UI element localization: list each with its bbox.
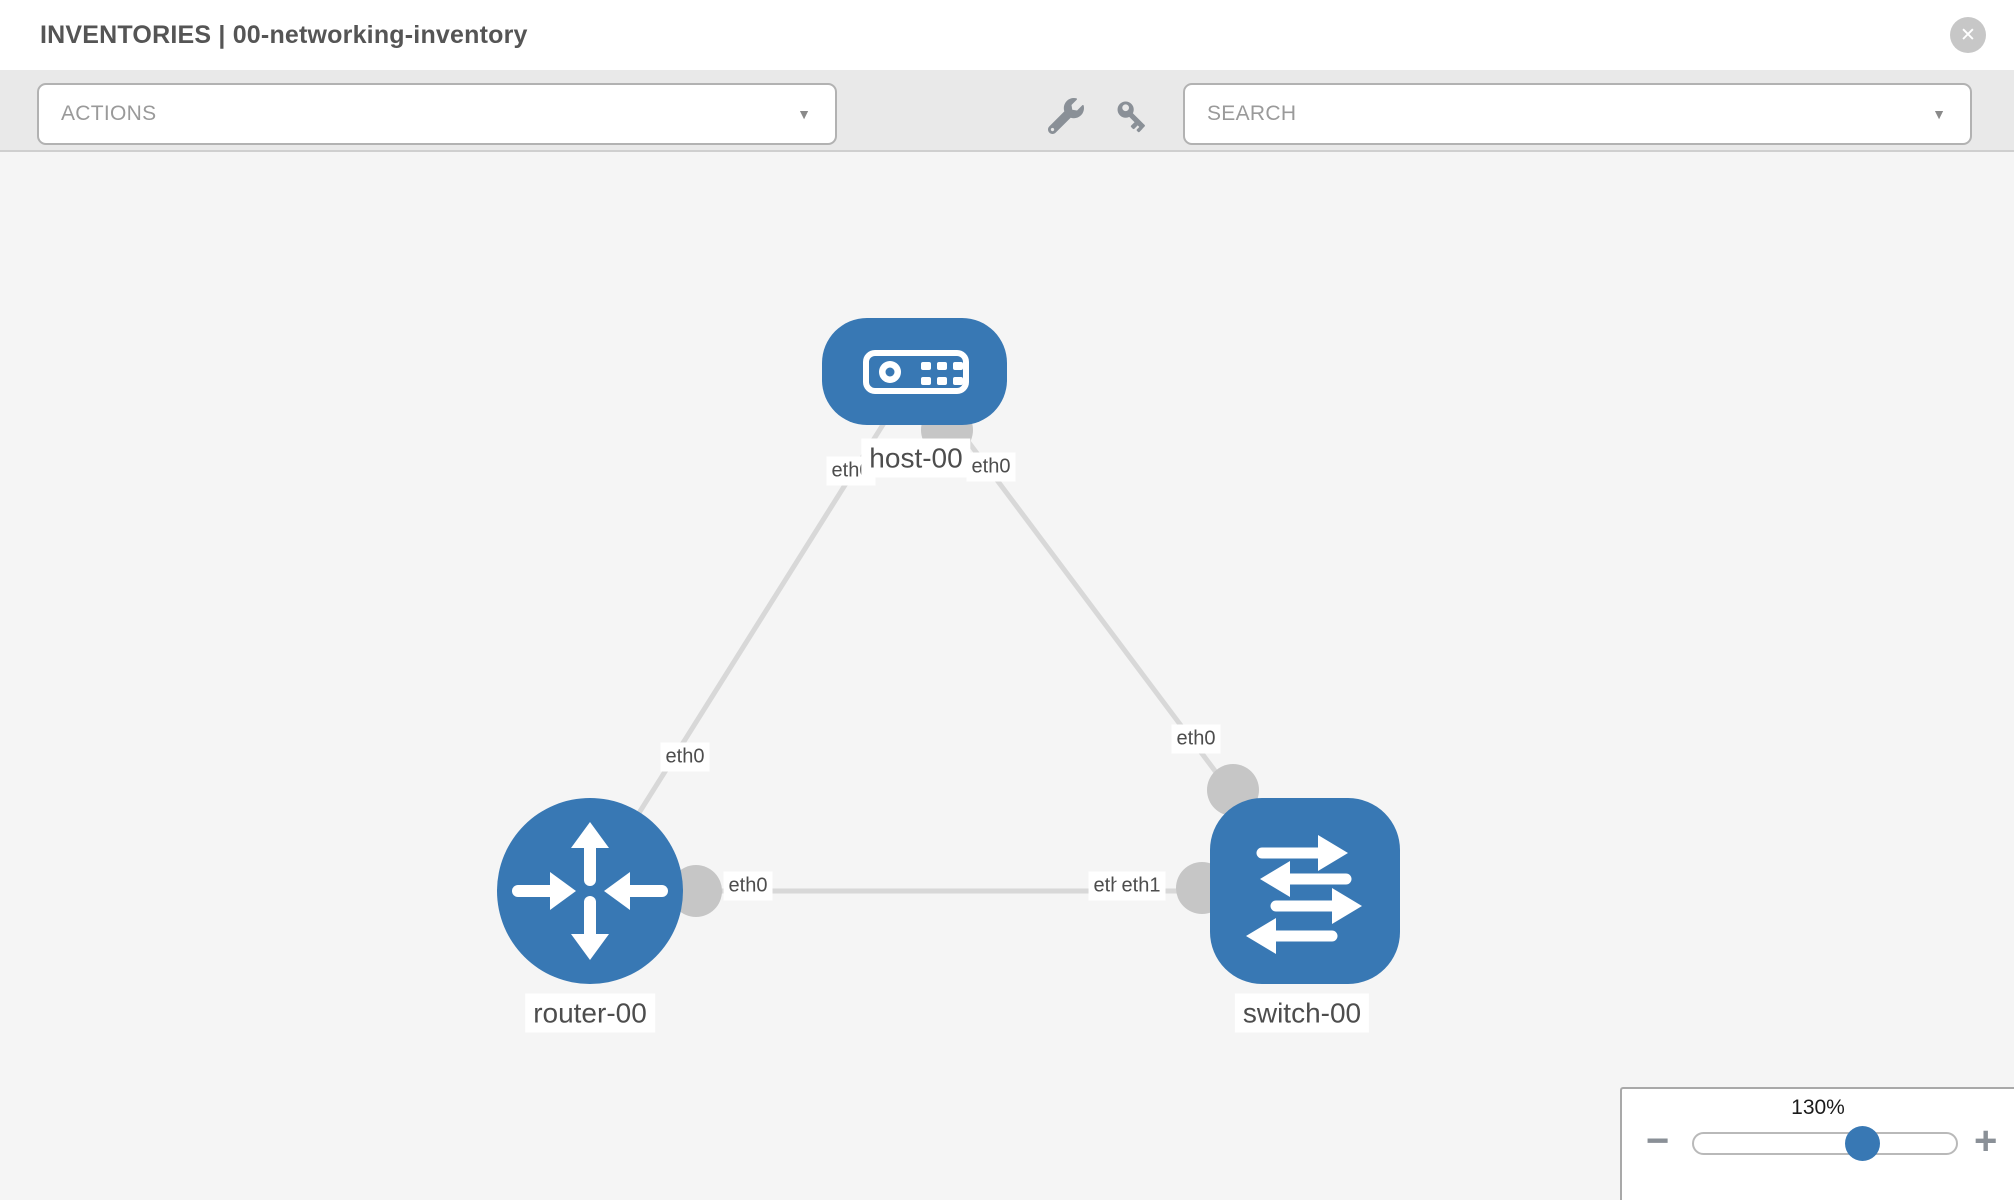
search-dropdown-label: SEARCH [1207, 102, 1297, 125]
close-button[interactable]: ✕ [1950, 17, 1986, 53]
switch-icon [1246, 835, 1362, 954]
header: INVENTORIES | 00-networking-inventory ✕ [0, 0, 2014, 72]
interface-label: eth0 [660, 742, 710, 772]
chevron-down-icon: ▼ [1932, 106, 1946, 122]
chevron-down-icon: ▼ [797, 106, 811, 122]
key-button[interactable] [1114, 98, 1150, 134]
zoom-slider-track[interactable] [1692, 1132, 1958, 1155]
actions-dropdown-label: ACTIONS [61, 102, 157, 125]
zoom-in-button[interactable]: + [1974, 1119, 1997, 1163]
node-switch-00[interactable] [1210, 798, 1400, 984]
interface-label: eth1 [1116, 871, 1166, 901]
node-label-switch: switch-00 [1234, 993, 1370, 1033]
interface-dot-router [670, 865, 722, 917]
zoom-level: 130% [1791, 1096, 1845, 1119]
actions-dropdown[interactable]: ACTIONS ▼ [37, 83, 837, 145]
router-icon [512, 822, 668, 960]
wrench-button[interactable] [1048, 98, 1084, 134]
interface-label: eth0 [1171, 724, 1221, 754]
plus-icon: + [1974, 1119, 1998, 1163]
key-icon [1117, 101, 1145, 133]
zoom-slider-knob[interactable] [1845, 1126, 1880, 1161]
node-router-00[interactable] [497, 798, 683, 984]
toolbar: ACTIONS ▼ SEARCH ▼ [0, 70, 2014, 152]
search-dropdown[interactable]: SEARCH ▼ [1183, 83, 1972, 145]
interface-label: eth0 [966, 452, 1016, 482]
topology-canvas[interactable]: eth0 eth0 eth0 eth0 eth0 eth0 eth1 host-… [0, 152, 2014, 1200]
wrench-icon [1048, 98, 1084, 134]
zoom-out-button[interactable]: − [1646, 1119, 1669, 1163]
close-icon: ✕ [1960, 24, 1976, 46]
node-label-router: router-00 [525, 993, 655, 1033]
node-host-00[interactable] [822, 318, 1007, 425]
node-label-host: host-00 [861, 438, 971, 478]
page-title: INVENTORIES | 00-networking-inventory [40, 20, 528, 49]
interface-label: eth0 [723, 871, 773, 901]
zoom-panel: 130% − + [1620, 1087, 2014, 1200]
interfaces-layer [670, 404, 1259, 917]
host-icon [863, 350, 969, 394]
minus-icon: − [1646, 1119, 1670, 1163]
